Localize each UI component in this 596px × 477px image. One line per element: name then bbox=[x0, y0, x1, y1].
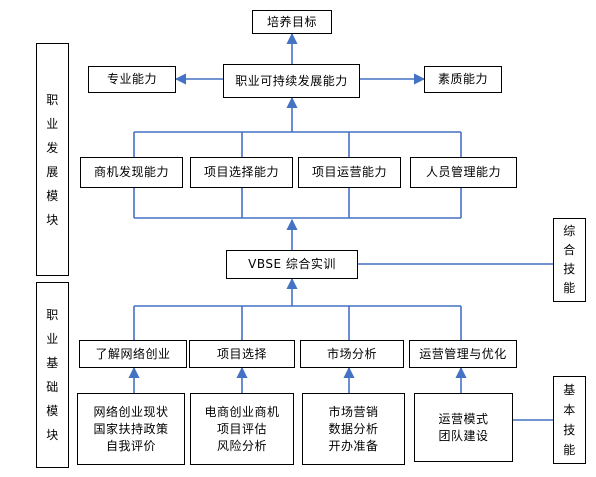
basic-char: 基 bbox=[563, 383, 576, 397]
detail-4-line-1: 运营模式 bbox=[438, 411, 489, 426]
comprehensive-char: 技 bbox=[563, 262, 576, 276]
detail-2-line-3: 风险分析 bbox=[216, 438, 267, 453]
module-base-char: 模 bbox=[46, 404, 59, 418]
module-dev-char: 职 bbox=[46, 92, 59, 107]
basic-skill-label: 基 本 技 能 bbox=[553, 376, 586, 464]
quality-ability-box: 素质能力 bbox=[424, 66, 502, 93]
sustainable-ability-box: 职业可持续发展能力 bbox=[223, 64, 360, 98]
module-dev-char: 发 bbox=[46, 140, 59, 155]
comprehensive-char: 能 bbox=[563, 281, 576, 295]
foundation-header-2: 项目选择 bbox=[189, 340, 295, 368]
ability-operation-box: 项目运营能力 bbox=[298, 157, 401, 188]
detail-3-line-3: 开办准备 bbox=[328, 438, 379, 453]
goal-box: 培养目标 bbox=[252, 10, 332, 34]
detail-1-line-1: 网络创业现状 bbox=[93, 404, 169, 419]
detail-3-line-2: 数据分析 bbox=[328, 421, 379, 436]
detail-3-line-1: 市场营销 bbox=[328, 404, 379, 419]
detail-2-line-2: 项目评估 bbox=[216, 421, 267, 436]
ability-project-select-box: 项目选择能力 bbox=[190, 157, 293, 188]
foundation-header-3: 市场分析 bbox=[300, 340, 404, 368]
comprehensive-char: 合 bbox=[563, 243, 576, 257]
ability-personnel-box: 人员管理能力 bbox=[410, 157, 517, 188]
foundation-detail-1: 网络创业现状 国家扶持政策 自我评价 bbox=[77, 393, 185, 465]
module-base-char: 业 bbox=[46, 332, 59, 346]
module-dev-char: 业 bbox=[46, 116, 59, 131]
foundation-detail-3: 市场营销 数据分析 开办准备 bbox=[302, 393, 405, 465]
module-base-char: 基 bbox=[46, 356, 59, 370]
module-base-char: 础 bbox=[46, 380, 59, 394]
detail-4-line-2: 团队建设 bbox=[438, 428, 489, 443]
detail-2-line-1: 电商创业商机 bbox=[204, 404, 280, 419]
foundation-header-1: 了解网络创业 bbox=[79, 340, 187, 368]
comprehensive-char: 综 bbox=[563, 224, 576, 238]
professional-ability-box: 专业能力 bbox=[88, 66, 176, 93]
comprehensive-skill-label: 综 合 技 能 bbox=[553, 218, 586, 302]
module-base-char: 块 bbox=[46, 428, 59, 442]
module-dev-char: 展 bbox=[46, 164, 59, 179]
ability-opportunity-box: 商机发现能力 bbox=[80, 157, 183, 188]
basic-char: 技 bbox=[563, 423, 576, 437]
foundation-detail-2: 电商创业商机 项目评估 风险分析 bbox=[190, 393, 294, 465]
basic-char: 本 bbox=[563, 403, 576, 417]
module-base-char: 职 bbox=[46, 308, 59, 322]
vbse-training-box: VBSE 综合实训 bbox=[226, 250, 358, 279]
module-foundation-label: 职 业 基 础 模 块 bbox=[36, 282, 69, 468]
basic-char: 能 bbox=[563, 443, 576, 457]
module-development-label: 职 业 发 展 模 块 bbox=[36, 43, 69, 276]
foundation-detail-4: 运营模式 团队建设 bbox=[414, 393, 513, 462]
foundation-header-4: 运营管理与优化 bbox=[409, 340, 517, 368]
detail-1-line-3: 自我评价 bbox=[105, 438, 156, 453]
module-dev-char: 块 bbox=[46, 212, 59, 227]
detail-1-line-2: 国家扶持政策 bbox=[93, 421, 169, 436]
module-dev-char: 模 bbox=[46, 188, 59, 203]
